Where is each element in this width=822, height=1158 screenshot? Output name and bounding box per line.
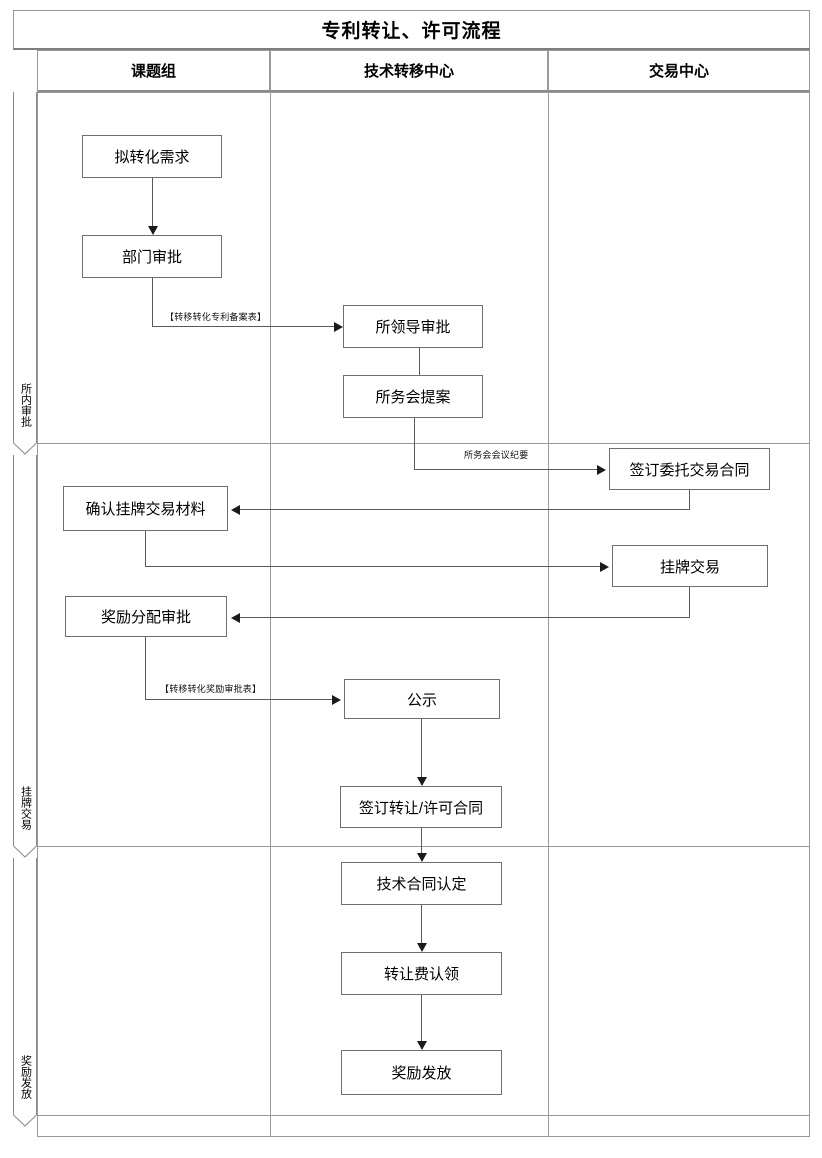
arrowhead-fee-to-issuance xyxy=(417,1041,427,1050)
node-label: 所领导审批 xyxy=(375,319,451,336)
node-label: 所务会提案 xyxy=(375,389,451,406)
connector-award-approval-to-notice xyxy=(145,699,332,700)
phase-band-chevron-icon xyxy=(13,443,37,455)
node-label: 确认挂牌交易材料 xyxy=(85,501,206,518)
node-sign-entrust-contract[interactable]: 签订委托交易合同 xyxy=(609,448,770,490)
node-institute-meeting-proposal[interactable]: 所务会提案 xyxy=(343,375,483,418)
lane-divider-1 xyxy=(270,92,271,1137)
connector-notice-to-sign-contract xyxy=(421,719,422,777)
phase-band-listing-transaction: 挂牌交易 xyxy=(13,455,37,858)
node-institute-leader-approval[interactable]: 所领导审批 xyxy=(343,305,483,348)
node-award-issuance[interactable]: 奖励发放 xyxy=(341,1050,502,1095)
connector-recognition-to-fee xyxy=(421,905,422,943)
node-label: 奖励分配审批 xyxy=(100,609,191,626)
node-label: 转让费认领 xyxy=(383,966,459,983)
node-award-allocation-approval[interactable]: 奖励分配审批 xyxy=(65,596,227,637)
lane-header-label: 交易中心 xyxy=(648,63,709,80)
connector-confirm-to-listing xyxy=(145,566,600,567)
node-confirm-listing-materials[interactable]: 确认挂牌交易材料 xyxy=(63,486,228,531)
connector-fee-to-issuance xyxy=(421,995,422,1041)
connector-proposal-down xyxy=(414,418,415,469)
connector-proposal-to-entrust xyxy=(414,469,597,470)
page-title: 专利转让、许可流程 xyxy=(321,21,502,42)
phase-band-chevron-icon xyxy=(13,846,37,858)
phase-band-label: 奖励发放 xyxy=(19,1055,32,1099)
connector-dept-to-leader xyxy=(152,326,334,327)
connector-entrust-down xyxy=(689,490,690,509)
arrowhead-dept-to-leader xyxy=(334,322,343,332)
arrowhead-sign-to-recognition xyxy=(417,853,427,862)
node-conversion-demand[interactable]: 拟转化需求 xyxy=(82,135,222,178)
node-tech-contract-recognition[interactable]: 技术合同认定 xyxy=(341,862,502,905)
phase-band-label: 挂牌交易 xyxy=(19,786,32,830)
phase-band-award-distribution: 奖励发放 xyxy=(13,858,37,1127)
chart-title-bar: 专利转让、许可流程 xyxy=(13,10,810,50)
arrowhead-entrust-to-confirm xyxy=(231,505,240,515)
node-public-notice[interactable]: 公示 xyxy=(344,679,500,719)
connector-listing-down xyxy=(689,587,690,617)
node-label: 技术合同认定 xyxy=(376,876,467,893)
node-label: 公示 xyxy=(406,691,437,709)
connector-award-approval-down xyxy=(145,637,146,699)
arrowhead-listing-to-award-approval xyxy=(231,613,240,623)
connector-leader-to-proposal xyxy=(419,348,420,376)
arrowhead-confirm-to-listing xyxy=(600,562,609,572)
lane-header-trading-center: 交易中心 xyxy=(548,50,810,92)
lane-divider-2 xyxy=(548,92,549,1137)
node-label: 签订委托交易合同 xyxy=(629,461,750,479)
phase-divider-2 xyxy=(37,846,810,847)
phase-divider-3 xyxy=(37,1115,810,1116)
arrowhead-notice-to-sign-contract xyxy=(417,777,427,786)
phase-band-label: 所内审批 xyxy=(19,383,32,427)
phase-divider-1 xyxy=(37,443,810,444)
lane-header-label: 课题组 xyxy=(130,63,176,80)
connector-demand-to-dept xyxy=(152,178,153,226)
arrowhead-award-approval-to-notice xyxy=(332,695,341,705)
edge-label-meeting-minutes: 所务会会议纪要 xyxy=(462,448,531,461)
edge-label-award-approval-form: 【转移转化奖励审批表】 xyxy=(158,682,264,695)
node-label: 拟转化需求 xyxy=(114,149,190,166)
edge-label-patent-filing-form: 【转移转化专利备案表】 xyxy=(163,310,269,323)
node-department-approval[interactable]: 部门审批 xyxy=(82,235,222,278)
node-transfer-fee-claim[interactable]: 转让费认领 xyxy=(341,952,502,995)
arrowhead-proposal-to-entrust xyxy=(597,465,606,475)
node-label: 挂牌交易 xyxy=(659,558,720,576)
connector-dept-down xyxy=(152,278,153,326)
phase-band-internal-approval: 所内审批 xyxy=(13,92,37,455)
node-sign-transfer-license-contract[interactable]: 签订转让/许可合同 xyxy=(340,786,502,828)
connector-listing-to-award-approval xyxy=(240,617,690,618)
node-label: 签订转让/许可合同 xyxy=(358,799,484,817)
lane-header-research-group: 课题组 xyxy=(37,50,270,92)
connector-confirm-down xyxy=(145,531,146,566)
arrowhead-demand-to-dept xyxy=(148,226,158,235)
lane-header-tech-transfer-center: 技术转移中心 xyxy=(270,50,548,92)
node-label: 部门审批 xyxy=(121,249,182,266)
node-listing-transaction[interactable]: 挂牌交易 xyxy=(612,545,768,587)
connector-sign-to-recognition xyxy=(421,828,422,853)
swimlane-body-frame xyxy=(37,92,810,1137)
phase-band-chevron-icon xyxy=(13,1115,37,1127)
node-label: 奖励发放 xyxy=(391,1065,452,1082)
connector-entrust-to-confirm xyxy=(240,509,690,510)
arrowhead-recognition-to-fee xyxy=(417,943,427,952)
lane-header-label: 技术转移中心 xyxy=(363,63,454,80)
